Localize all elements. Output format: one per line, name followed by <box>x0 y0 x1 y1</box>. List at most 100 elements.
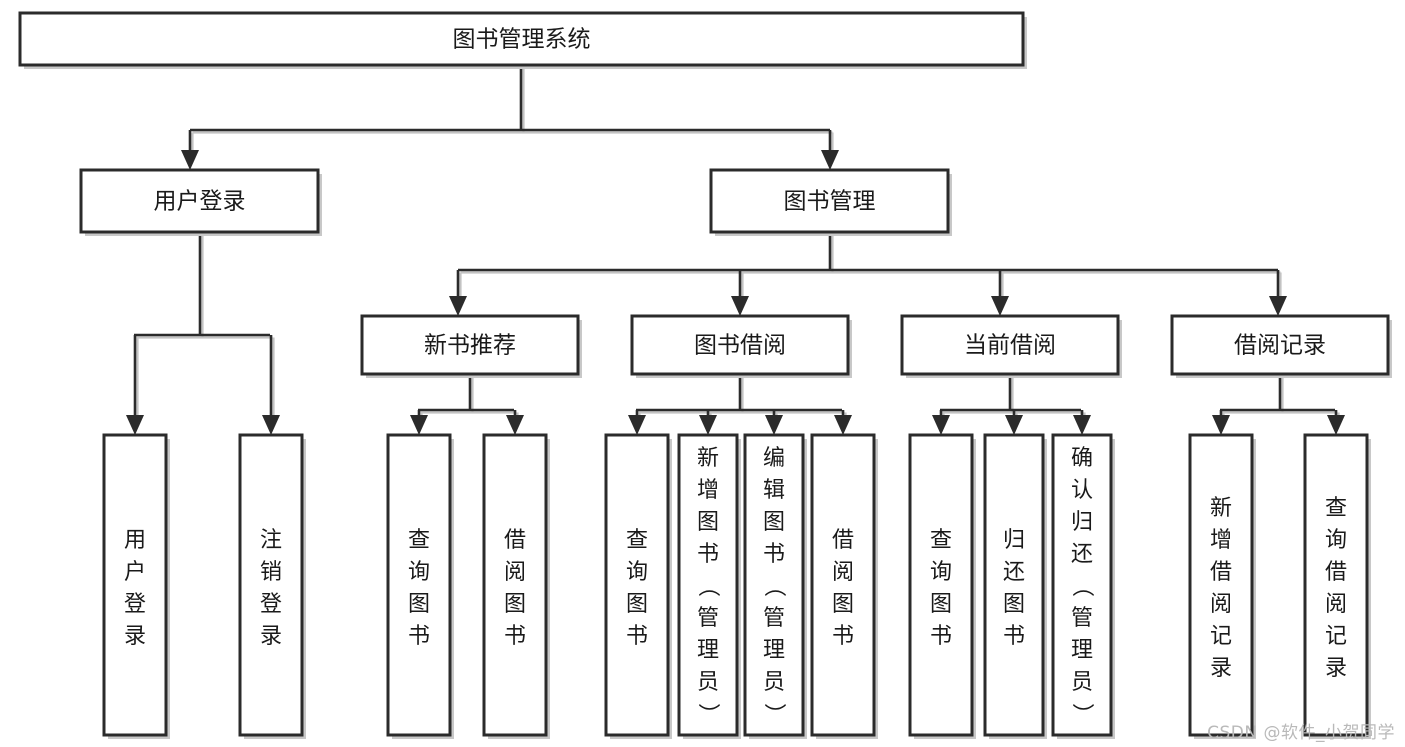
node-new-book-recommend[interactable]: 新书推荐 <box>360 314 582 378</box>
node-label-char: 归 <box>1071 510 1093 535</box>
node-rect[interactable] <box>386 433 452 737</box>
node-rect[interactable] <box>482 433 548 737</box>
node-label-char: 书 <box>504 624 526 649</box>
node-label-char: 管 <box>697 606 719 631</box>
node-label-char: 理 <box>697 638 719 663</box>
node-label-char: 借 <box>1210 560 1232 585</box>
node-label-char: 记 <box>1325 624 1347 649</box>
arrow-head-icon <box>1073 415 1091 435</box>
node-label-char: 书 <box>930 624 952 649</box>
node-label-char: 录 <box>124 624 146 649</box>
arrow-head-icon <box>699 415 717 435</box>
arrow-head-icon <box>765 415 783 435</box>
node-label-char: 书 <box>626 624 648 649</box>
node-rect[interactable] <box>238 433 304 737</box>
node-label-char: 图 <box>626 592 648 617</box>
node-label-char: 图 <box>832 592 854 617</box>
node-label-char: 借 <box>504 528 526 553</box>
node-label-char: 理 <box>763 638 785 663</box>
arrow-head-icon <box>449 296 467 316</box>
arrow-head-icon <box>262 415 280 435</box>
node-label-char: 借 <box>832 528 854 553</box>
node-book-manage[interactable]: 图书管理 <box>709 168 952 236</box>
node-label-char: 查 <box>626 528 648 553</box>
node-label-char: 询 <box>408 560 430 585</box>
csdn-watermark: CSDN @软件_小贺同学 <box>1207 723 1395 743</box>
node-leaf-user-login[interactable]: 用户登录 <box>102 433 170 739</box>
node-borrow-record[interactable]: 借阅记录 <box>1170 314 1392 378</box>
node-rect[interactable] <box>604 433 670 737</box>
node-label-char: 询 <box>626 560 648 585</box>
node-label: 用户登录 <box>154 189 246 215</box>
node-rect[interactable] <box>709 168 950 234</box>
node-rect[interactable] <box>1303 433 1369 737</box>
node-rect[interactable] <box>630 314 850 376</box>
node-label-char: 确 <box>1071 446 1093 471</box>
node-label-char: 询 <box>930 560 952 585</box>
node-rect[interactable] <box>743 433 805 737</box>
node-label-char: 查 <box>1325 496 1347 521</box>
node-label-char: 录 <box>260 624 282 649</box>
node-label: 新书推荐 <box>424 333 516 359</box>
node-rect[interactable] <box>1188 433 1254 737</box>
arrow-head-icon <box>181 150 199 170</box>
arrow-head-icon <box>932 415 950 435</box>
node-label-char: 新 <box>697 446 719 471</box>
node-label-char: 阅 <box>832 560 854 585</box>
node-rect[interactable] <box>1170 314 1390 376</box>
node-label-char: 询 <box>1325 528 1347 553</box>
arrow-head-icon <box>1269 296 1287 316</box>
node-label-char: 登 <box>124 592 146 617</box>
node-label-char: 借 <box>1325 560 1347 585</box>
node-label-char: ） <box>695 703 720 725</box>
node-rect[interactable] <box>900 314 1120 376</box>
node-label-char: （ <box>761 575 786 597</box>
node-label: 当前借阅 <box>964 333 1056 359</box>
node-label-char: 用 <box>124 528 146 553</box>
node-label-char: 查 <box>930 528 952 553</box>
node-rect[interactable] <box>908 433 974 737</box>
node-rect[interactable] <box>18 11 1025 67</box>
node-rect[interactable] <box>810 433 876 737</box>
arrow-head-icon <box>834 415 852 435</box>
node-label-char: 书 <box>1003 624 1025 649</box>
node-rect[interactable] <box>1051 433 1113 737</box>
node-label: 图书管理系统 <box>453 27 591 53</box>
node-label-char: 书 <box>832 624 854 649</box>
node-rect[interactable] <box>79 168 320 234</box>
node-label-char: 理 <box>1071 638 1093 663</box>
node-user-login[interactable]: 用户登录 <box>79 168 322 236</box>
node-label-char: 阅 <box>1210 592 1232 617</box>
node-label-char: 归 <box>1003 528 1025 553</box>
node-label-char: 还 <box>1003 560 1025 585</box>
node-label-char: 图 <box>504 592 526 617</box>
node-current-borrow[interactable]: 当前借阅 <box>900 314 1122 378</box>
node-rect[interactable] <box>983 433 1045 737</box>
arrow-head-icon <box>506 415 524 435</box>
node-book-borrow[interactable]: 图书借阅 <box>630 314 852 378</box>
node-rect[interactable] <box>102 433 168 737</box>
node-root-book-management-system[interactable]: 图书管理系统 <box>18 11 1027 69</box>
node-label-char: ） <box>1069 703 1094 725</box>
arrow-head-icon <box>731 296 749 316</box>
node-label-char: 辑 <box>763 478 785 503</box>
node-label-char: 管 <box>763 606 785 631</box>
node-rect[interactable] <box>360 314 580 376</box>
node-label-char: 管 <box>1071 606 1093 631</box>
node-rect[interactable] <box>677 433 739 737</box>
